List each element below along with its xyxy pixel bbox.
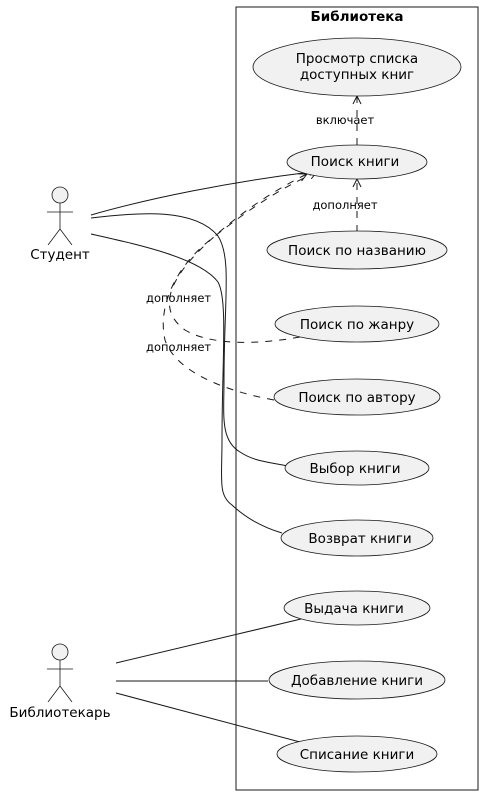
usecase-search: Поиск книги [286,144,428,180]
usecase-issue-label: Выдача книги [304,601,404,617]
assoc-student-return [90,233,283,534]
extend-author-label: дополняет [146,340,211,354]
usecase-search-title-label: Поиск по названию [288,243,426,259]
assoc-librarian-issue [115,618,302,664]
extend-author-arrow [162,172,317,401]
usecase-select-label: Выбор книги [310,461,401,477]
extend-genre-label: дополняет [146,291,211,305]
usecase-view-list: Просмотр списка доступных книг [252,37,462,97]
extend-title-label: дополняет [312,198,377,212]
actor-student: Студент [30,186,90,263]
usecase-search-label: Поиск книги [311,154,400,170]
actor-librarian: Библиотекарь [9,643,111,721]
extend-genre-arrow [169,174,307,343]
usecase-search-genre: Поиск по жанру [274,305,440,343]
usecase-view-list-line2: доступных книг [300,67,414,83]
usecase-return-label: Возврат книги [308,531,411,547]
assoc-student-search [90,171,312,216]
usecase-select: Выбор книги [284,450,430,486]
usecase-return: Возврат книги [280,519,434,557]
actor-student-label: Студент [30,247,90,263]
actor-librarian-label: Библиотекарь [9,705,110,721]
usecase-search-author: Поиск по автору [273,378,441,416]
assoc-student-select [90,213,288,467]
usecase-add: Добавление книги [268,660,446,700]
system-title: Библиотека [310,9,403,25]
usecase-add-label: Добавление книги [291,673,423,689]
system-boundary [235,6,479,791]
usecase-search-genre-label: Поиск по жанру [300,317,414,333]
usecase-issue: Выдача книги [283,590,431,626]
usecase-view-list-line1: Просмотр списка [296,51,418,67]
usecase-search-author-label: Поиск по автору [298,390,415,406]
usecase-writeoff-label: Списание книги [300,747,415,763]
usecase-search-title: Поиск по названию [266,230,448,270]
assoc-librarian-writeoff [115,692,301,743]
include-label: включает [316,113,375,127]
usecase-writeoff: Списание книги [276,735,438,773]
